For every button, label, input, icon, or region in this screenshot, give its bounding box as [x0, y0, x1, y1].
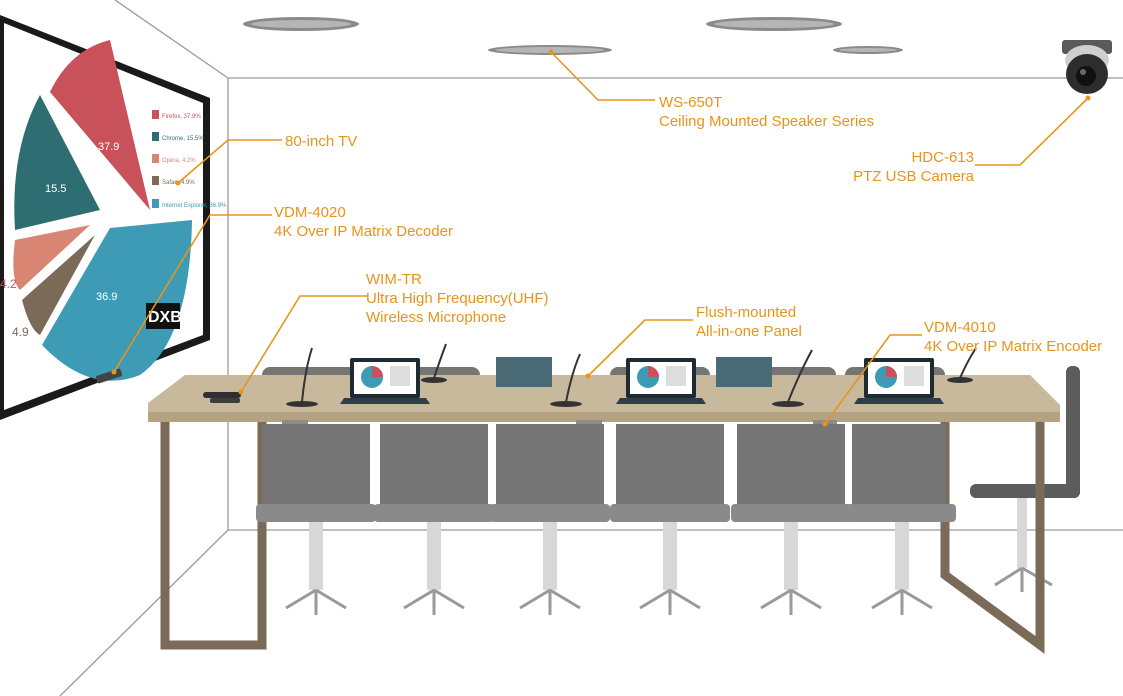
legend-swatch-salmon — [152, 154, 159, 163]
pie-slice-brown — [22, 235, 95, 335]
laptop — [340, 358, 430, 404]
callout-description: 4K Over IP Matrix Decoder — [274, 223, 453, 240]
callout-model: HDC-613 — [911, 149, 974, 166]
legend-item: Internet Explorer, 36.9% — [162, 203, 227, 209]
callout-model: Flush-mounted — [696, 304, 797, 321]
leader-camera — [975, 97, 1089, 166]
encoder-device — [282, 420, 308, 426]
legend-swatch-red — [152, 110, 159, 119]
pie-label-red: 37.9 — [98, 141, 119, 153]
chair — [731, 424, 851, 615]
pie-slice-blue — [42, 220, 192, 381]
pie-slice-teal — [14, 95, 100, 230]
flush-panel — [496, 357, 552, 387]
pie-chart: 37.9 15.5 4.2 4.9 36.9 — [0, 40, 192, 381]
flush-mounted-panels — [496, 357, 772, 387]
laptops — [340, 358, 944, 404]
legend-item: Firefox, 37.9% — [162, 114, 201, 120]
chair — [256, 424, 376, 615]
callout-decoder: VDM-4020 4K Over IP Matrix Decoder — [274, 203, 453, 241]
callout-dots — [111, 49, 1091, 427]
callout-camera: HDC-613 PTZ USB Camera — [848, 148, 974, 186]
callout-description: Wireless Microphone — [366, 309, 507, 326]
tv-screen: 37.9 15.5 4.2 4.9 36.9 Firefox, 37.9% Ch… — [0, 15, 227, 420]
side-chair — [970, 366, 1080, 592]
leader-speaker — [550, 51, 655, 101]
pie-slice-red — [50, 40, 150, 210]
laptop — [854, 358, 944, 404]
leader-mic — [240, 295, 368, 393]
callout-model: WIM-TR — [366, 271, 422, 288]
gooseneck-microphones — [286, 343, 977, 407]
laptop — [616, 358, 706, 404]
chair — [490, 424, 610, 615]
brand-logo: DXB — [146, 303, 182, 329]
leader-tv — [177, 139, 282, 184]
leader-panel — [587, 319, 693, 377]
callout-description: PTZ USB Camera — [853, 168, 974, 185]
callout-mic: WIM-TR Ultra High Frequency(UHF) Wireles… — [366, 270, 549, 327]
callout-tv: 80-inch TV — [285, 132, 357, 151]
callout-speaker: WS-650T Ceiling Mounted Speaker Series — [659, 93, 874, 131]
legend-swatch-brown — [152, 176, 159, 185]
chair — [846, 424, 956, 615]
callout-leaders — [113, 51, 1089, 425]
callout-encoder: VDM-4010 4K Over IP Matrix Encoder — [924, 318, 1102, 356]
leader-decoder — [113, 214, 272, 373]
callout-model: WS-650T — [659, 94, 723, 111]
pie-label-blue: 36.9 — [96, 291, 117, 303]
pie-label-salmon: 4.2 — [0, 277, 17, 291]
ceiling-speakers — [243, 17, 903, 55]
callout-model: 80-inch TV — [285, 133, 358, 150]
front-chairs — [256, 424, 956, 615]
callout-description: All-in-one Panel — [696, 323, 802, 340]
callout-panel: Flush-mounted All-in-one Panel — [696, 303, 802, 341]
legend-item: Opera, 4.2% — [162, 158, 196, 164]
callout-description: Ceiling Mounted Speaker Series — [659, 113, 875, 130]
wireless-microphone — [203, 392, 241, 403]
pie-label-brown: 4.9 — [12, 325, 29, 339]
callout-description: Ultra High Frequency(UHF) — [366, 290, 549, 307]
callout-model: VDM-4010 — [924, 319, 996, 336]
pie-slice-salmon — [13, 225, 90, 290]
svg-text:DXB: DXB — [148, 309, 182, 326]
leader-encoder — [824, 334, 922, 425]
legend-swatch-blue — [152, 199, 159, 208]
legend-item: Chrome, 15.5% — [162, 136, 204, 142]
pie-label-teal: 15.5 — [45, 183, 66, 195]
callout-model: VDM-4020 — [274, 204, 346, 221]
flush-panel — [716, 357, 772, 387]
chair — [610, 424, 730, 615]
callout-description: 4K Over IP Matrix Encoder — [924, 338, 1103, 355]
ptz-camera-icon — [1062, 40, 1112, 94]
encoder-device — [576, 420, 602, 426]
legend-swatch-teal — [152, 132, 159, 141]
chair — [374, 424, 494, 615]
